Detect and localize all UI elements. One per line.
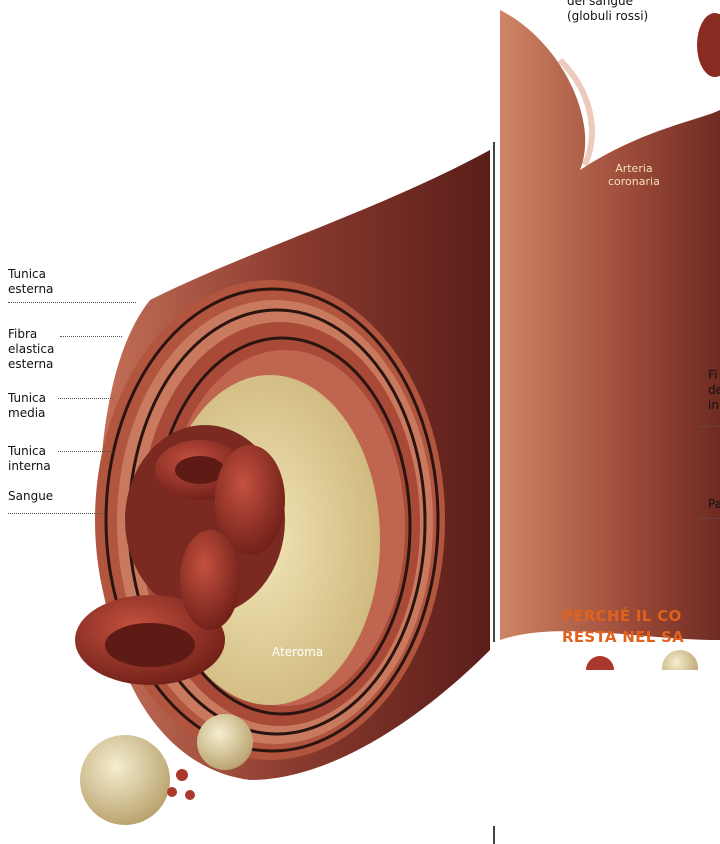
label-cut-fi: Fi de in bbox=[708, 368, 720, 413]
label-arteria-coronaria: Arteria coronaria bbox=[608, 162, 660, 188]
label-tunica-esterna: Tunica esterna bbox=[8, 267, 53, 297]
label-globuli-rossi: del sangue (globuli rossi) bbox=[567, 0, 648, 24]
label-cut-pa: Pa bbox=[708, 497, 720, 512]
leader-cut-pa bbox=[700, 518, 720, 519]
leader-tunica-media bbox=[58, 398, 113, 399]
label-ateroma: Ateroma bbox=[272, 645, 323, 660]
leader-fibra-elastica bbox=[60, 336, 122, 337]
leader-sangue bbox=[8, 513, 103, 514]
leader-cut-fi bbox=[700, 426, 720, 427]
label-sangue: Sangue bbox=[8, 489, 53, 504]
label-tunica-media: Tunica media bbox=[8, 391, 46, 421]
leader-tunica-interna bbox=[58, 451, 113, 452]
leader-tunica-esterna bbox=[8, 302, 136, 303]
page-divider bbox=[493, 142, 495, 642]
label-fibra-elastica-esterna: Fibra elastica esterna bbox=[8, 327, 54, 372]
section-heading: PERCHÉ IL CO RESTA NEL SA bbox=[562, 606, 684, 648]
label-tunica-interna: Tunica interna bbox=[8, 444, 51, 474]
coronary-artery-shape bbox=[500, 10, 720, 640]
page-divider-lower bbox=[493, 826, 495, 844]
